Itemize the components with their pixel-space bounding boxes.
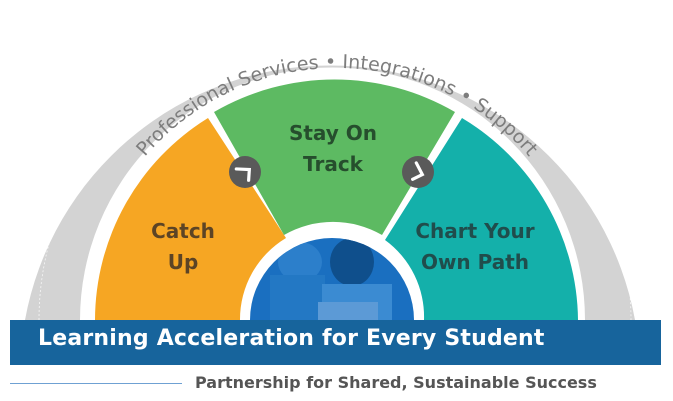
chevron-right-icon bbox=[402, 156, 434, 188]
tagline: Partnership for Shared, Sustainable Succ… bbox=[195, 373, 597, 392]
segment-stay-on-track bbox=[214, 79, 455, 235]
segment-label-stay-on-track: Stay On Track bbox=[288, 121, 378, 176]
segment-label-chart-own-path: Chart Your Own Path bbox=[415, 219, 535, 274]
banner-title: Learning Acceleration for Every Student bbox=[38, 326, 545, 351]
segment-label-catch-up: Catch Up bbox=[151, 219, 215, 274]
divider bbox=[10, 383, 182, 384]
chevron-right-icon bbox=[229, 156, 261, 188]
banner bbox=[10, 320, 661, 365]
